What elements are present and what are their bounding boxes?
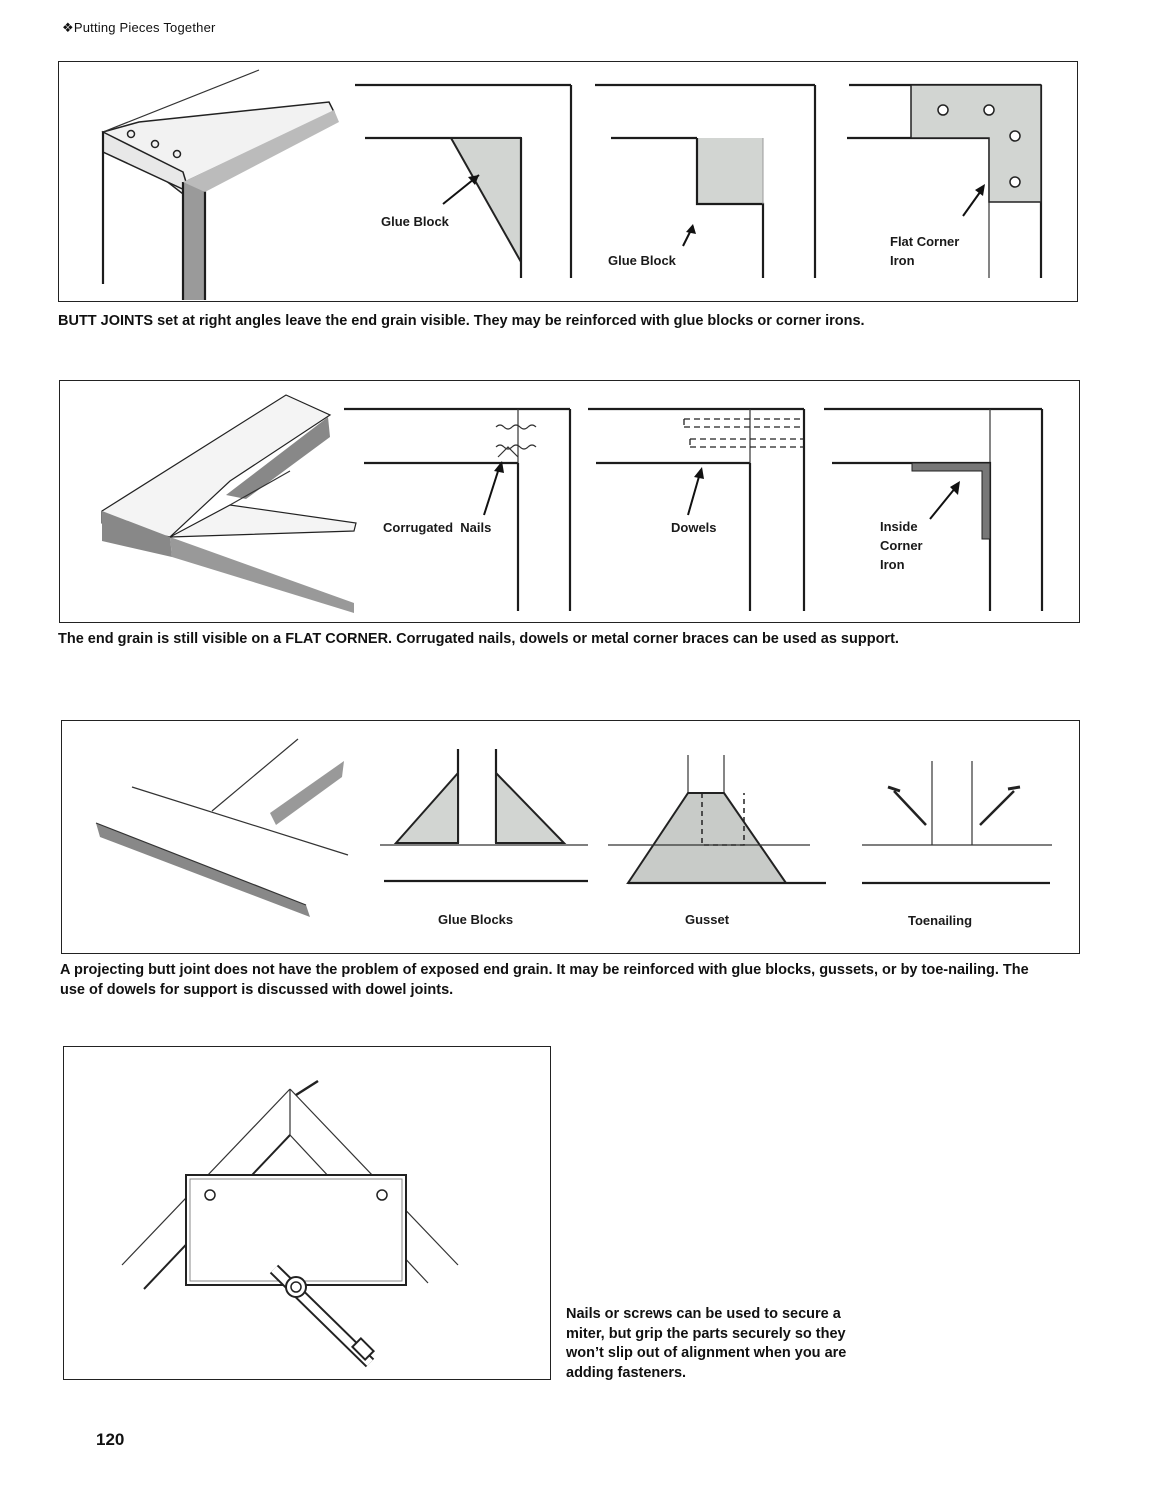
glue-blocks-drawing (380, 749, 588, 883)
dowels-drawing (588, 407, 806, 611)
inside-corner-iron-label: Inside Corner Iron (880, 519, 923, 572)
butt-joints-illustration (101, 69, 1043, 300)
running-head: ❖Putting Pieces Together (62, 20, 216, 35)
toenailing-label: Toenailing (908, 913, 973, 928)
glue-blocks-label: Glue Blocks (438, 912, 514, 927)
glue-block-label: Glue Block (381, 214, 449, 229)
flat-corner-figure: Corrugated Nails Dowels Inside Corner Ir… (59, 380, 1080, 623)
glue-block-label: Glue Block (608, 253, 676, 268)
corrugated-nails-drawing (344, 407, 572, 611)
flat-corner-illustration (101, 394, 1044, 613)
butt-joints-figure: Glue Block Glue Block Flat Corner Iron (58, 61, 1078, 302)
miter-clamp-figure (63, 1046, 551, 1380)
butt-joint-corner-drawing (101, 69, 339, 300)
miter-clamp-illustration (121, 1079, 459, 1368)
dowels-label: Dowels (671, 520, 717, 535)
flat-corner-caption: The end grain is still visible on a FLAT… (58, 631, 899, 647)
clamp-plate-drawing (185, 1174, 407, 1286)
projecting-butt-joint-caption: A projecting butt joint does not have th… (60, 962, 1029, 998)
flat-corner-iron-drawing (847, 83, 1043, 278)
miter-clamp-caption: Nails or screws can be used to secure a … (566, 1306, 847, 1381)
gusset-label: Gusset (685, 912, 730, 927)
projecting-butt-joint-illustration (95, 738, 1052, 917)
flat-corner-perspective-drawing (101, 394, 357, 613)
inside-corner-iron-drawing (824, 407, 1044, 611)
clamp-handle-drawing (269, 1264, 376, 1368)
page-number: 120 (96, 1430, 125, 1449)
toenailing-drawing (862, 761, 1052, 885)
gusset-drawing (608, 755, 826, 885)
flat-corner-iron-label: Flat Corner Iron (890, 234, 960, 268)
corrugated-nails-label: Corrugated Nails (383, 520, 492, 535)
butt-joints-caption: BUTT JOINTS set at right angles leave th… (58, 313, 865, 329)
glue-block-diagonal-drawing (355, 83, 573, 278)
glue-block-square-drawing (595, 83, 817, 278)
projecting-butt-joint-figure: Glue Blocks Gusset Toenailing (61, 720, 1080, 954)
projecting-butt-perspective-drawing (95, 738, 349, 917)
